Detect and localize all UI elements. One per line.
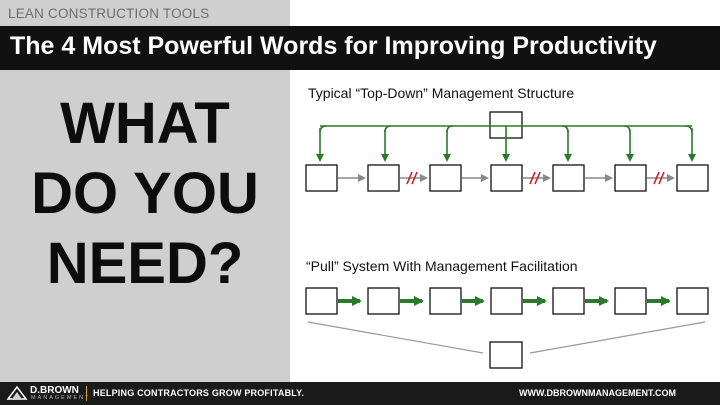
top-team-box — [552, 164, 585, 192]
pull-team-box — [367, 287, 400, 315]
logo-subtitle: MANAGEMENT — [31, 395, 91, 401]
facilitator-box — [489, 341, 523, 369]
top-down-caption: Typical “Top-Down” Management Structure — [308, 85, 575, 101]
pull-team-box — [614, 287, 647, 315]
pull-team-box — [305, 287, 338, 315]
top-team-boxes — [305, 164, 709, 192]
top-team-box — [429, 164, 462, 192]
website-link[interactable]: WWW.DBROWNMANAGEMENT.COM — [519, 388, 676, 398]
top-team-box — [305, 164, 338, 192]
top-distribution-line-left-corner — [319, 125, 328, 133]
broken-handoff-marks — [406, 171, 665, 185]
logo-icon — [6, 385, 28, 400]
footer-tagline: HELPING CONTRACTORS GROW PROFITABLY. — [93, 388, 305, 398]
logo-name: D.BROWN — [30, 385, 79, 396]
title-bar: The 4 Most Powerful Words for Improving … — [0, 26, 720, 70]
pull-team-box — [676, 287, 709, 315]
top-distribution-line-right-corner — [684, 125, 693, 133]
management-structure-diagram — [305, 111, 709, 369]
pull-team-box — [490, 287, 523, 315]
top-team-box — [614, 164, 647, 192]
top-team-box — [676, 164, 709, 192]
pull-team-box — [552, 287, 585, 315]
pull-team-boxes — [305, 287, 709, 315]
pull-system-caption: “Pull” System With Management Facilitati… — [306, 258, 578, 274]
section-label: LEAN CONSTRUCTION TOOLS — [8, 6, 210, 21]
footer-bar: D.BROWN MANAGEMENT HELPING CONTRACTORS G… — [0, 382, 720, 405]
facilitation-lines — [307, 321, 706, 354]
question-line-1: WHAT — [60, 91, 230, 156]
question-line-3: NEED? — [46, 231, 244, 296]
footer-divider — [86, 386, 87, 401]
pull-team-box — [429, 287, 462, 315]
top-team-box — [367, 164, 400, 192]
top-distribution-line — [320, 125, 692, 138]
question-line-2: DO YOU — [31, 161, 259, 226]
section-label-strip: LEAN CONSTRUCTION TOOLS — [0, 0, 290, 26]
slide-title: The 4 Most Powerful Words for Improving … — [10, 32, 657, 60]
top-down-arrows — [316, 125, 696, 162]
top-team-box — [490, 164, 523, 192]
question-panel: WHAT DO YOU NEED? — [0, 70, 290, 382]
